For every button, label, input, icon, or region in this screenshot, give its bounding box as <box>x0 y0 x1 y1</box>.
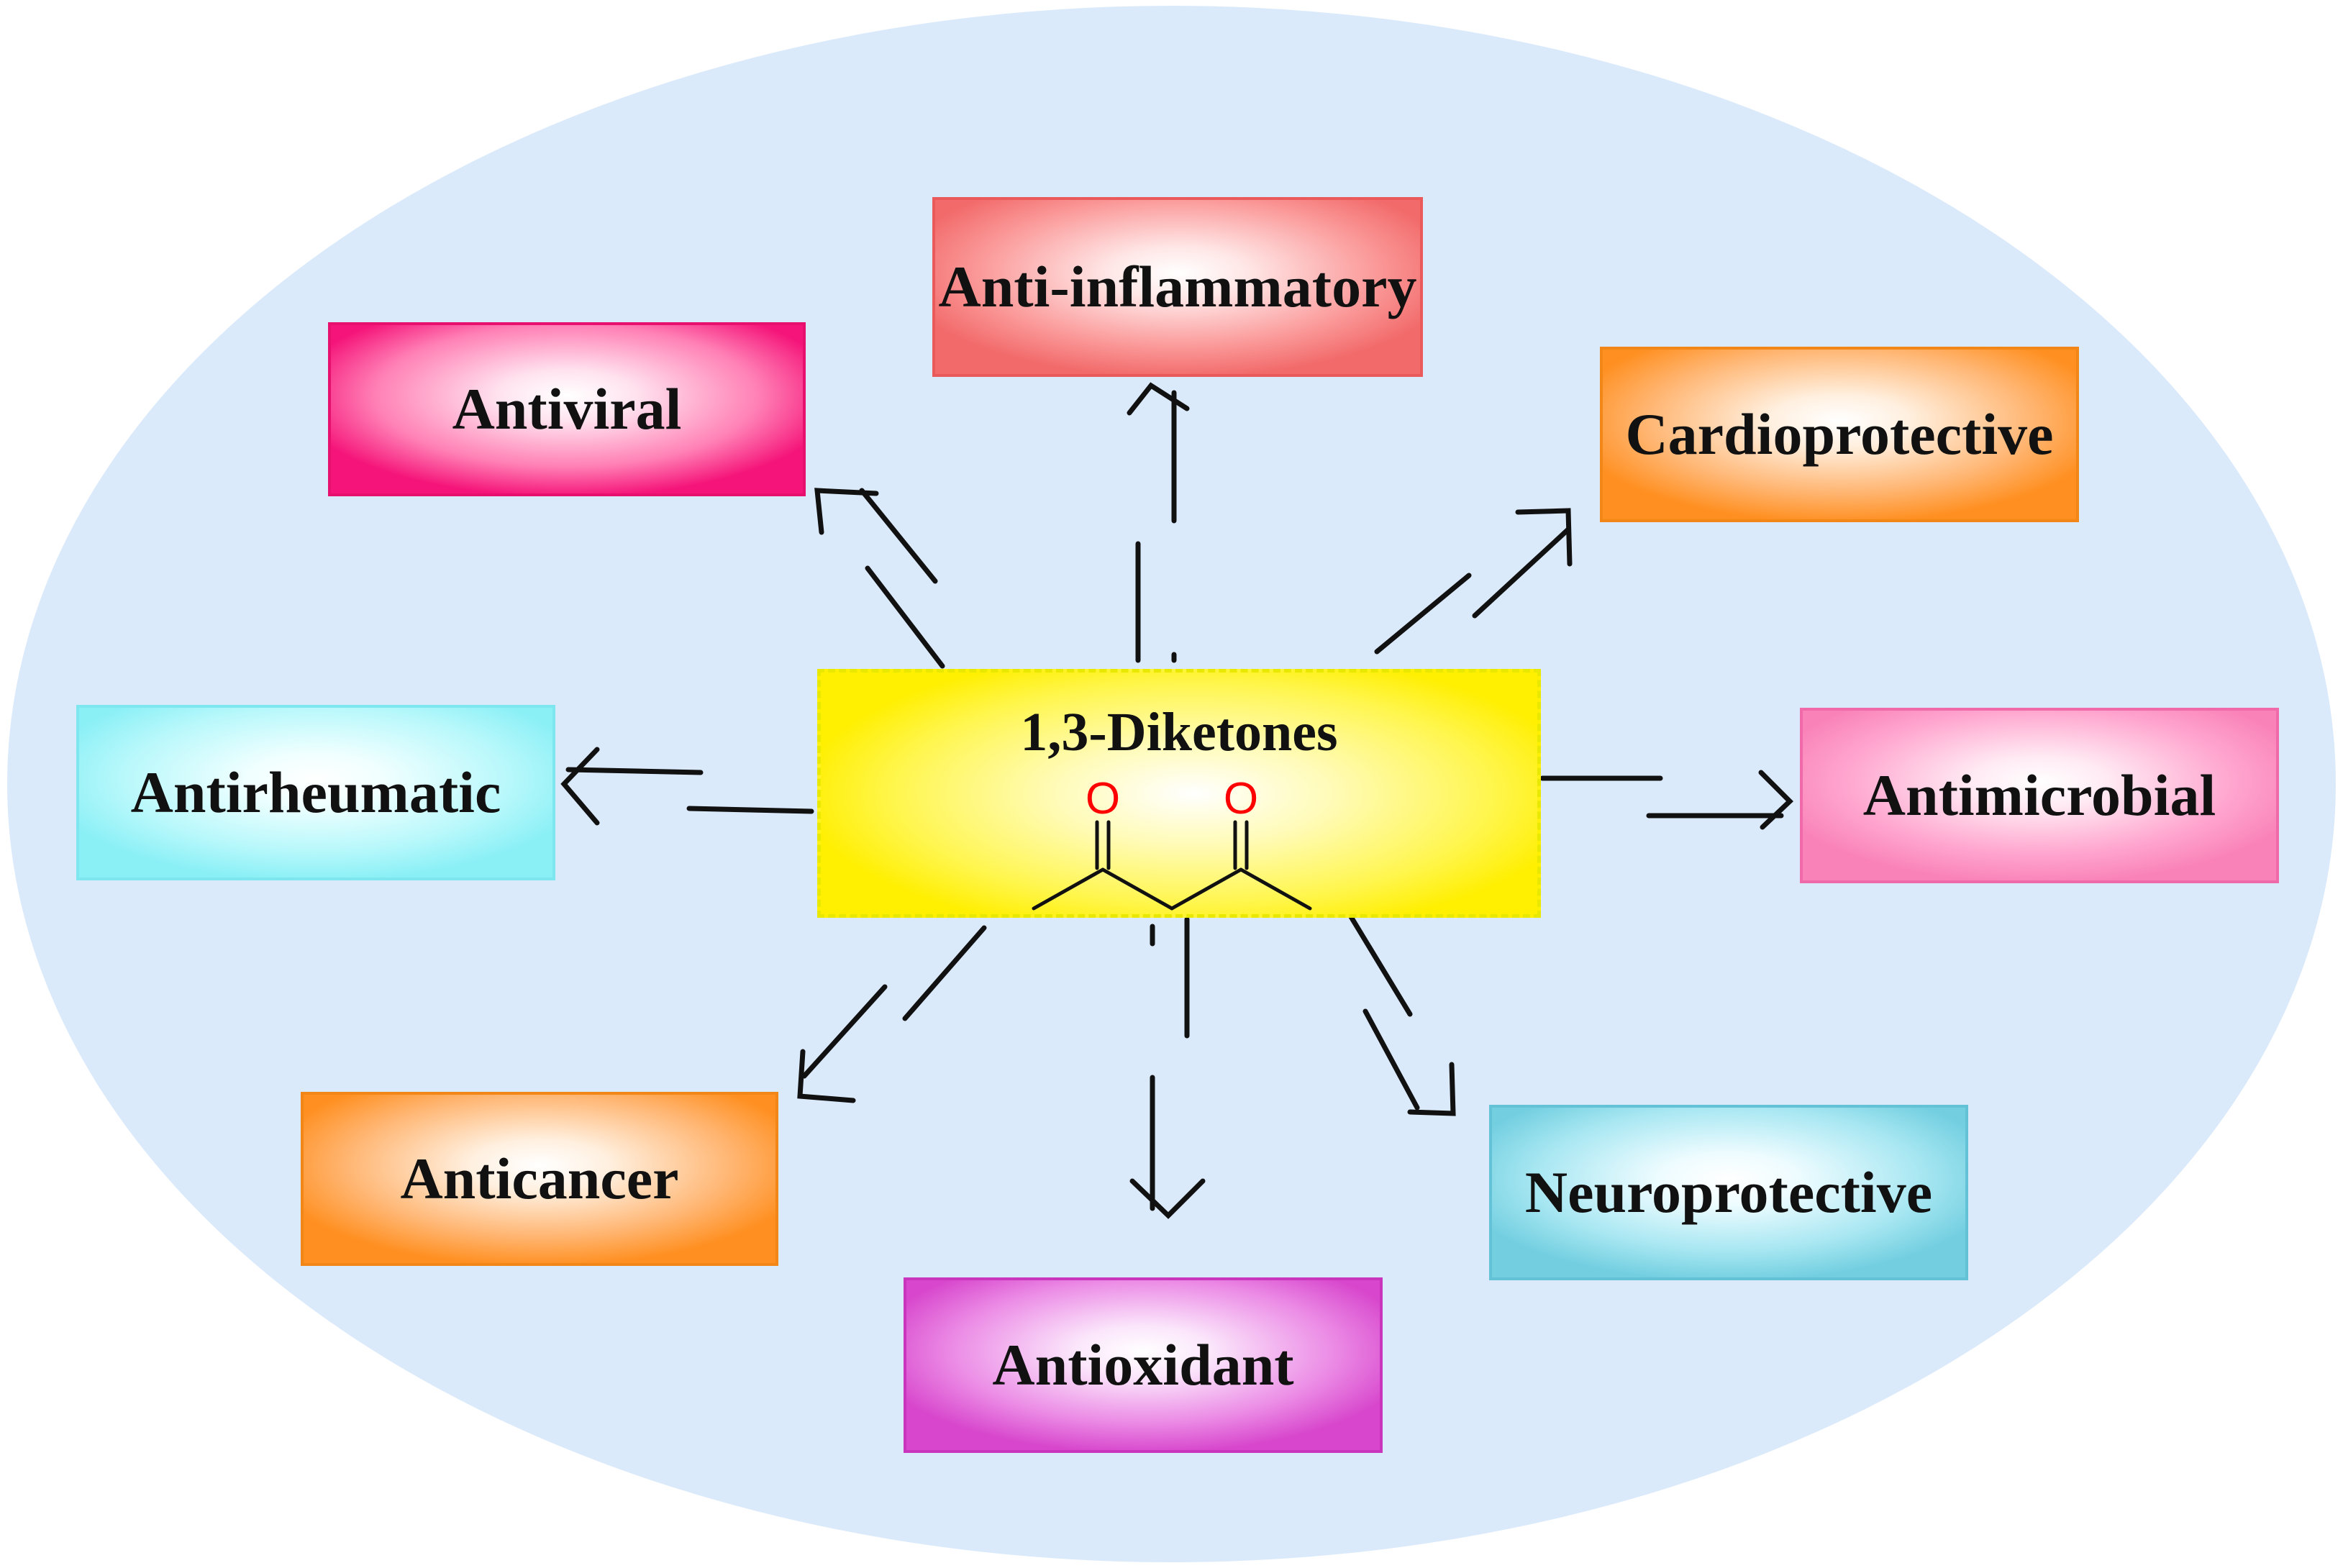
activity-cardioprotective: Cardioprotective <box>1600 347 2079 522</box>
arrow-anticancer <box>797 925 987 1103</box>
diketone-structure: O O <box>1032 774 1312 911</box>
bond-methyl-right <box>1239 867 1312 911</box>
bond-carbonyl-right <box>1170 867 1243 911</box>
activity-label: Antimicrobial <box>1862 762 2216 828</box>
center-compound-box: 1,3-Diketones O O <box>817 669 1541 918</box>
arrow-antioxidant <box>1129 916 1206 1219</box>
activity-neuroprotective: Neuroprotective <box>1489 1105 1968 1280</box>
arrow-neuroprotective <box>1345 909 1456 1116</box>
activity-label: Anti-inflammatory <box>938 254 1417 319</box>
arrow-cardioprotective <box>1374 508 1573 655</box>
activity-label: Anticancer <box>400 1146 679 1211</box>
bond-carbonyl-left <box>1101 867 1174 911</box>
bond-methyl-left <box>1032 867 1105 911</box>
arrow-anti-inflammatory <box>1127 382 1190 663</box>
activity-label: Antirheumatic <box>130 760 501 825</box>
oxygen-atom-left: O <box>1086 774 1120 824</box>
activity-label: Antiviral <box>452 376 682 442</box>
oxygen-atom-right: O <box>1224 774 1258 824</box>
activity-antimicrobial: Antimicrobial <box>1800 708 2279 883</box>
activity-anti-inflammatory: Anti-inflammatory <box>932 197 1423 377</box>
activity-antioxidant: Antioxidant <box>904 1277 1383 1453</box>
activity-label: Cardioprotective <box>1625 401 2054 467</box>
center-title: 1,3-Diketones <box>1020 702 1338 762</box>
activity-antiviral: Antiviral <box>328 322 806 496</box>
arrow-antirheumatic <box>560 747 814 826</box>
activity-label: Neuroprotective <box>1524 1159 1933 1225</box>
activity-label: Antioxidant <box>992 1332 1294 1398</box>
arrow-antiviral <box>814 488 945 669</box>
arrow-antimicrobial <box>1539 770 1794 830</box>
activity-anticancer: Anticancer <box>301 1092 778 1266</box>
activity-antirheumatic: Antirheumatic <box>76 705 555 880</box>
